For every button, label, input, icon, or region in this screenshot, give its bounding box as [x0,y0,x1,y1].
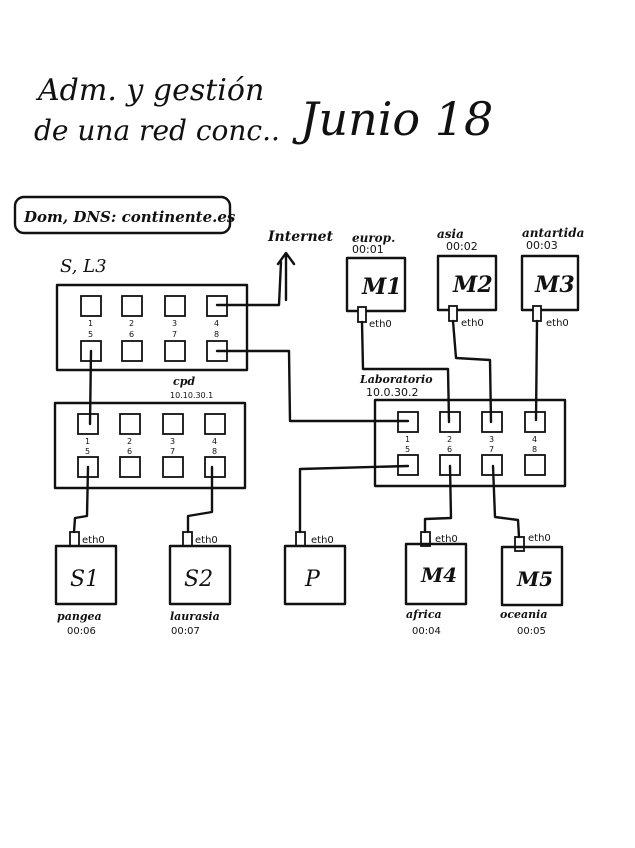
svg-text:1: 1 [88,319,93,328]
svg-text:asia: asia [437,227,464,241]
svg-text:8: 8 [212,447,217,456]
svg-text:eth0: eth0 [195,535,218,546]
svg-text:00:03: 00:03 [526,239,558,252]
title-line2: de una red conc.. [34,114,280,147]
svg-text:2: 2 [447,435,452,444]
svg-text:eth0: eth0 [82,535,105,546]
svg-text:S1: S1 [70,567,99,592]
svg-text:M5: M5 [516,567,553,591]
svg-text:5: 5 [85,447,90,456]
svg-text:M2: M2 [452,272,493,298]
svg-text:S2: S2 [184,567,213,592]
connections [72,260,539,539]
title-line1: Adm. y gestión [35,73,264,108]
switch-lab-name: Laboratorio [359,373,433,386]
svg-text:M1: M1 [361,274,402,300]
host-m1: europ. 00:01 M1 eth0 [345,231,407,330]
svg-text:M3: M3 [534,272,575,298]
switch-lab [373,398,567,488]
switch-lab-ip: 10.0.30.2 [366,386,418,399]
svg-text:6: 6 [129,330,134,339]
svg-text:eth0: eth0 [461,318,484,329]
svg-text:antartida: antartida [522,226,584,240]
switch-cpd-name: cpd [173,375,195,388]
svg-text:7: 7 [489,445,494,454]
switch-cpd [53,401,247,490]
svg-text:8: 8 [532,445,537,454]
switch-l3-label: S, L3 [60,256,107,277]
internet-arrow-icon [276,251,296,302]
svg-text:2: 2 [127,437,132,446]
switch-l3 [55,283,249,372]
svg-text:5: 5 [405,445,410,454]
domain-box [13,195,232,235]
svg-text:eth0: eth0 [311,535,334,546]
svg-text:2: 2 [129,319,134,328]
svg-text:00:05: 00:05 [517,626,546,637]
switch-l3-ports: 1 2 3 4 5 6 7 8 [80,295,228,362]
svg-text:5: 5 [88,330,93,339]
svg-text:eth0: eth0 [435,534,458,545]
svg-text:africa: africa [406,608,442,621]
svg-text:3: 3 [172,319,177,328]
svg-text:4: 4 [212,437,217,446]
host-m4: eth0 M4 africa 00:04 [404,531,468,637]
svg-text:oceania: oceania [500,608,547,621]
svg-text:4: 4 [532,435,537,444]
svg-text:pangea: pangea [57,610,102,623]
domain-label: Dom, DNS: continente.es [23,208,236,226]
host-m5: eth0 M5 oceania 00:05 [500,533,564,637]
switch-cpd-ports: 1 2 3 4 5 6 7 8 [77,413,226,478]
svg-text:7: 7 [172,330,177,339]
svg-text:P: P [304,567,321,592]
svg-text:M4: M4 [420,563,457,587]
svg-text:europ.: europ. [352,231,395,245]
svg-text:eth0: eth0 [528,533,551,544]
host-m3: antartida 00:03 M3 eth0 [520,226,584,329]
svg-text:3: 3 [170,437,175,446]
svg-text:6: 6 [447,445,452,454]
title-date: Junio 18 [292,92,493,146]
svg-text:1: 1 [85,437,90,446]
svg-text:1: 1 [405,435,410,444]
internet-label: Internet [267,229,334,245]
svg-text:00:01: 00:01 [352,243,384,256]
svg-text:eth0: eth0 [546,318,569,329]
svg-text:8: 8 [214,330,219,339]
svg-text:eth0: eth0 [369,319,392,330]
host-m2: asia 00:02 M2 eth0 [436,227,498,329]
svg-text:7: 7 [170,447,175,456]
svg-text:6: 6 [127,447,132,456]
svg-text:00:02: 00:02 [446,240,478,253]
host-s1: eth0 S1 pangea 00:06 [54,531,118,637]
svg-text:00:06: 00:06 [67,626,96,637]
svg-text:00:07: 00:07 [171,626,200,637]
svg-text:3: 3 [489,435,494,444]
svg-text:laurasia: laurasia [170,610,220,623]
switch-lab-ports: 1 2 3 4 5 6 7 8 [397,411,546,476]
svg-text:00:04: 00:04 [412,626,441,637]
svg-text:4: 4 [214,319,219,328]
switch-cpd-ip: 10.10.30.1 [170,391,213,400]
host-s2: eth0 S2 laurasia 00:07 [168,531,232,637]
host-p: eth0 P [283,531,347,606]
